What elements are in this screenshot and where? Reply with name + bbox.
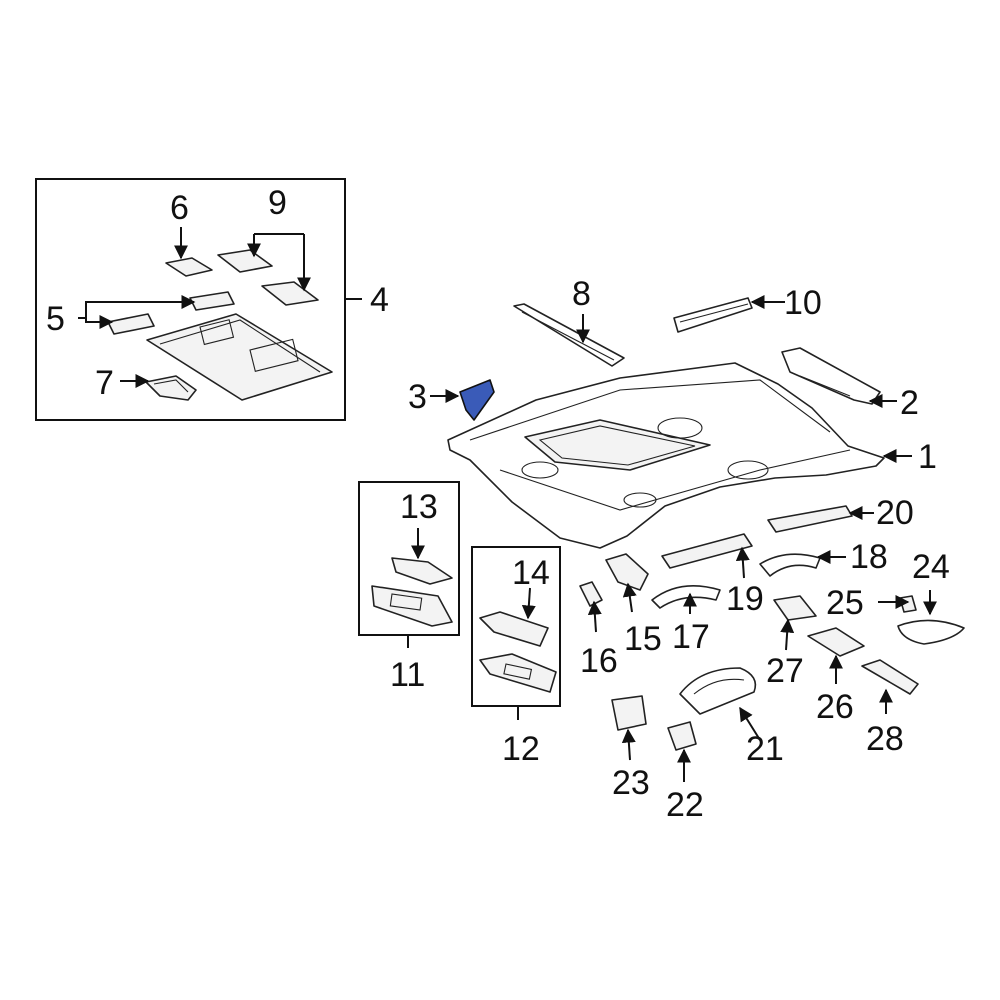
callout-12: 12 — [502, 730, 540, 768]
callout-8: 8 — [572, 275, 591, 313]
part-7-handle — [145, 375, 197, 401]
inset-box-12 — [471, 546, 561, 707]
headliner-small-illustration — [146, 313, 333, 401]
callout-11: 11 — [390, 656, 425, 694]
callout-7: 7 — [95, 364, 114, 402]
part-5-clip-b — [189, 291, 235, 311]
sun-visor-left — [371, 585, 453, 627]
callout-13: 13 — [400, 488, 438, 526]
part-3-bracket-highlighted — [459, 379, 495, 421]
callout-labels: 1 2 3 4 5 6 7 8 9 10 11 12 13 14 15 16 1… — [46, 184, 950, 824]
callout-21: 21 — [746, 730, 784, 768]
callout-19: 19 — [726, 580, 764, 618]
part-25-bulb — [899, 595, 917, 613]
part-19-bracket — [661, 533, 753, 569]
part-16-bulb — [579, 581, 603, 607]
part-10-rail — [673, 297, 753, 333]
callout-22: 22 — [666, 786, 704, 824]
part-18-handle — [759, 553, 821, 577]
callout-18: 18 — [850, 538, 888, 576]
callout-25: 25 — [826, 584, 864, 622]
callout-9: 9 — [268, 184, 287, 222]
callout-5: 5 — [46, 300, 65, 338]
callout-20: 20 — [876, 494, 914, 532]
part-13-visor-cover — [391, 557, 453, 585]
callout-27: 27 — [766, 652, 804, 690]
part-6-lens — [165, 257, 213, 277]
part-28-lens — [861, 659, 919, 695]
leader-lines — [78, 227, 937, 782]
callout-26: 26 — [816, 688, 854, 726]
part-20-bracket — [767, 505, 853, 533]
callout-17: 17 — [672, 618, 710, 656]
callout-15: 15 — [624, 620, 662, 658]
callout-6: 6 — [170, 189, 189, 227]
part-5-clip-a — [107, 313, 155, 335]
part-9-lens-b — [261, 281, 319, 306]
callout-10: 10 — [784, 284, 822, 322]
part-1-headliner — [447, 362, 885, 549]
callout-24: 24 — [912, 548, 950, 586]
sun-visor-right — [479, 653, 557, 693]
callout-1: 1 — [918, 438, 937, 476]
callout-4: 4 — [370, 281, 389, 319]
part-17-handle — [651, 584, 721, 609]
part-21-overhead-console — [679, 667, 757, 715]
part-9-lens-a — [217, 249, 273, 273]
callout-3: 3 — [408, 378, 427, 416]
part-14-visor-cover — [479, 611, 549, 647]
part-15-bracket — [605, 553, 649, 591]
part-2-trim — [781, 347, 881, 405]
callout-16: 16 — [580, 642, 618, 680]
callout-28: 28 — [866, 720, 904, 758]
part-27-lens — [773, 595, 817, 621]
part-26-lens — [807, 627, 865, 657]
callout-14: 14 — [512, 554, 550, 592]
part-22-cover — [667, 721, 697, 751]
callout-23: 23 — [612, 764, 650, 802]
part-24-cover — [897, 619, 965, 645]
part-23-cover — [611, 695, 647, 731]
callout-2: 2 — [900, 384, 919, 422]
